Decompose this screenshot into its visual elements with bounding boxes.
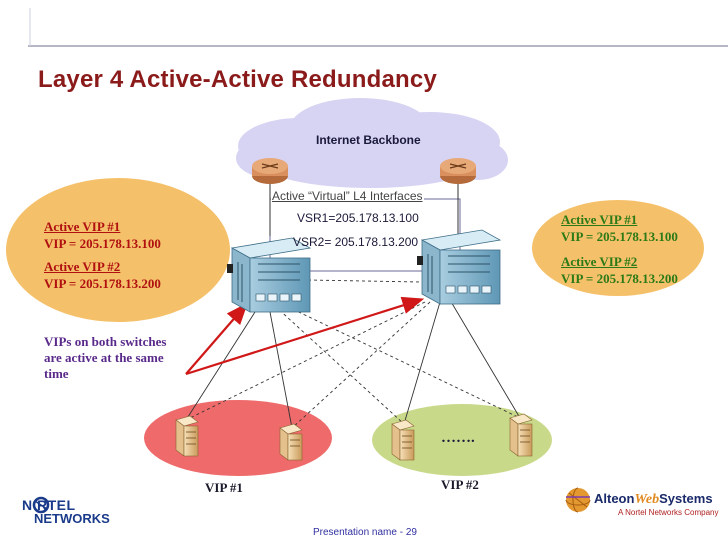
active-note-line1: VIPs on both switches	[44, 334, 167, 349]
vsr1-label: VSR1=205.178.13.100	[297, 211, 419, 225]
left-vip1-value: VIP = 205.178.13.100	[44, 236, 161, 251]
left-vip1-heading: Active VIP #1	[44, 219, 121, 234]
vip2-oval	[372, 404, 552, 476]
server-icon-3	[391, 419, 415, 461]
internet-cloud	[236, 98, 508, 188]
slide-footer: Presentation name - 29	[313, 527, 417, 538]
switch-icon-right	[417, 229, 502, 305]
right-vip2-heading: Active VIP #2	[561, 254, 638, 269]
mesh-dashed	[185, 279, 521, 429]
router-icon-right	[440, 158, 476, 184]
server-icon-1	[175, 415, 199, 457]
alteon-logo	[565, 487, 591, 513]
slide-title: Layer 4 Active-Active Redundancy	[38, 66, 437, 93]
cloud-label: Internet Backbone	[316, 133, 421, 147]
alteon-text-systems: Systems	[659, 491, 713, 506]
active-note-line2: are active at the same	[44, 350, 164, 365]
right-oval	[532, 200, 704, 296]
nortel-bottom-text: NETWORKS	[34, 511, 110, 526]
server-icon-4	[509, 413, 533, 457]
alteon-wordmark: AlteonWebSystems A Nortel Networks Compa…	[594, 490, 718, 517]
alteon-text-a: Alteon	[594, 491, 635, 506]
right-vip1-value: VIP = 205.178.13.100	[561, 229, 678, 244]
interfaces-heading: Active “Virtual” L4 Interfaces	[271, 189, 424, 203]
vip2-group-label: VIP #2	[441, 477, 479, 492]
active-note-line3: time	[44, 366, 69, 381]
mesh-solid	[185, 299, 521, 429]
right-vip2-value: VIP = 205.178.13.200	[561, 271, 678, 286]
arrow-to-left-switch	[185, 302, 248, 375]
left-vip2-heading: Active VIP #2	[44, 259, 121, 274]
switch-icon-left	[227, 237, 312, 313]
nortel-wordmark: N RTEL NETWORKS	[22, 498, 110, 526]
right-vip1-heading: Active VIP #1	[561, 212, 638, 227]
left-vip2-value: VIP = 205.178.13.200	[44, 276, 161, 291]
left-oval	[6, 178, 230, 322]
vip1-oval	[144, 400, 332, 476]
router-icon-left	[252, 158, 288, 184]
arrow-to-right-switch	[185, 296, 425, 376]
server-icon-2	[279, 423, 303, 461]
alteon-subtitle: A Nortel Networks Company	[618, 508, 719, 517]
server-ellipsis: …….	[441, 430, 475, 446]
vip1-group-label: VIP #1	[205, 480, 243, 495]
nortel-top-text: N RTEL	[22, 497, 76, 513]
vsr2-label: VSR2= 205.178.13.200	[293, 235, 419, 249]
alteon-text-web: Web	[634, 492, 660, 507]
nortel-logo	[32, 496, 50, 514]
